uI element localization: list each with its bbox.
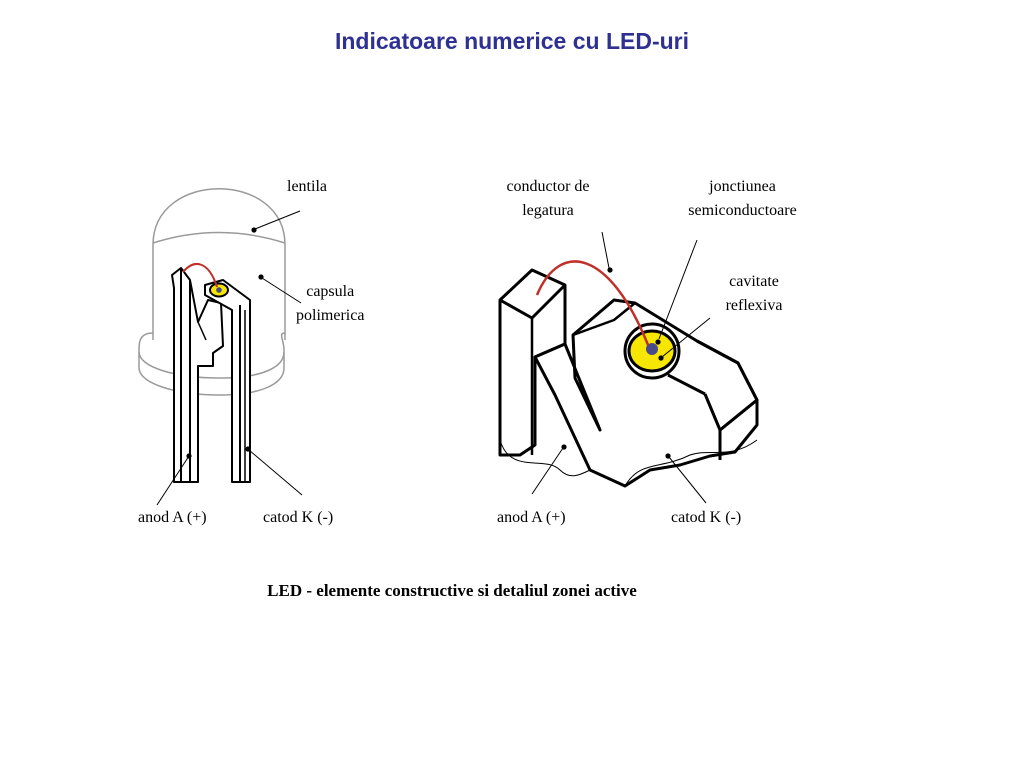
label-left-cathode: catod K (-) [263, 509, 334, 526]
label-cavity-line2: reflexiva [725, 297, 783, 314]
label-bond-wire-line2: legatura [522, 202, 574, 219]
label-junction: jonctiunea semiconductoare [670, 175, 815, 223]
label-cavity-line1: cavitate [729, 273, 779, 290]
left-bond-wire [182, 263, 218, 288]
flange-top [138, 351, 285, 379]
label-bond-wire-line1: conductor de [506, 178, 590, 195]
lens-dome [152, 188, 286, 340]
label-capsule-line2: polimerica [296, 307, 365, 324]
slide-title: Indicatoare numerice cu LED-uri [334, 28, 690, 54]
figure-caption: LED - elemente constructive si detaliul … [267, 581, 637, 600]
label-cavity: cavitate reflexiva [713, 270, 795, 318]
label-right-anode: anod A (+) [497, 509, 566, 526]
flange [138, 332, 286, 396]
right-bond-wire [535, 260, 650, 346]
label-junction-line1: jonctiunea [709, 178, 776, 195]
active-zone-detail [498, 268, 759, 488]
lens-boundary [152, 231, 286, 244]
anode-lead [171, 267, 224, 483]
led-package [138, 188, 303, 506]
label-right-cathode: catod K (-) [671, 509, 742, 526]
label-bond-wire: conductor de legatura [493, 175, 603, 223]
label-capsule-line1: capsula [306, 283, 355, 300]
label-left-anode: anod A (+) [138, 509, 207, 526]
label-junction-line2: semiconductoare [688, 202, 797, 219]
label-lens: lentila [287, 178, 327, 195]
junction-center [646, 343, 658, 355]
label-capsule: capsula polimerica [296, 280, 364, 328]
